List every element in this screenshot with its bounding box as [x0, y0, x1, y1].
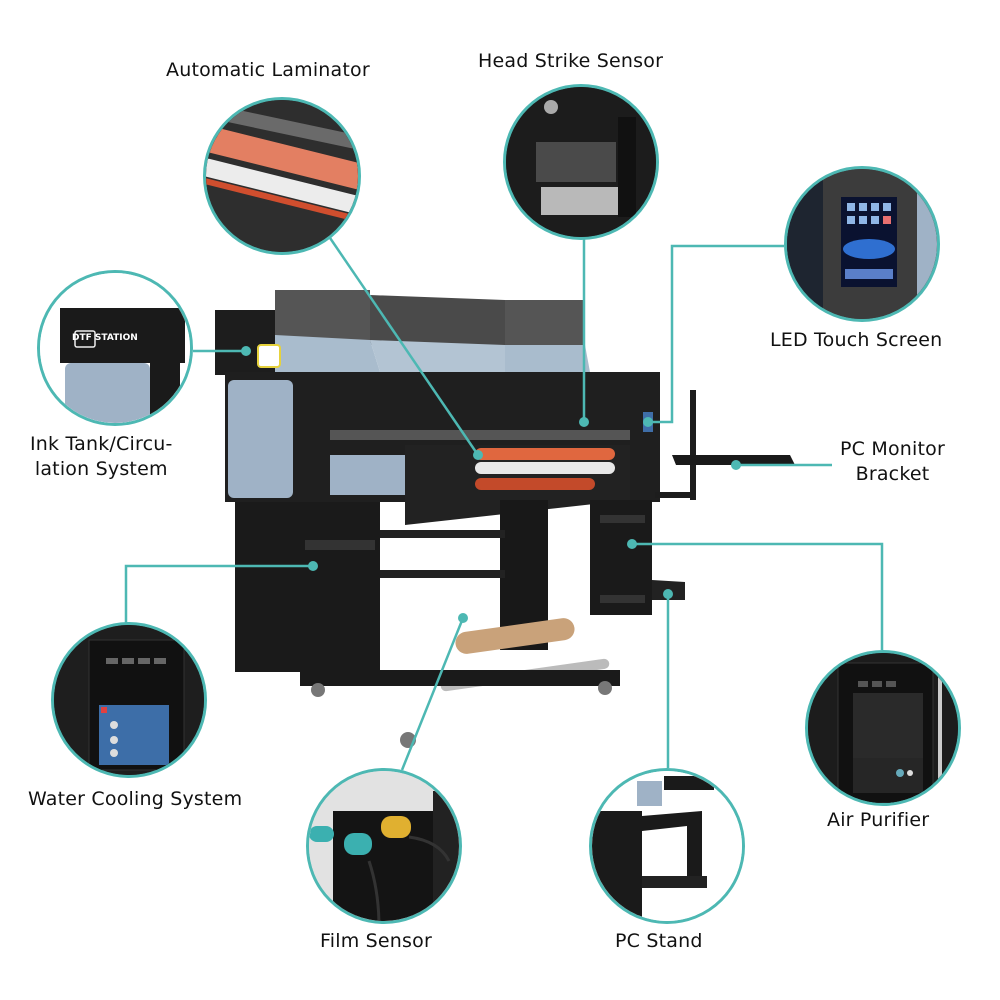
label-head-strike-sensor: Head Strike Sensor: [478, 50, 664, 72]
label-pc-monitor-bracket: PC Monitor Bracket: [840, 438, 945, 485]
detail-circle-ink-tank: DTF STATION: [37, 270, 193, 426]
label-ink-tank-system: Ink Tank/Circu- lation System: [30, 433, 173, 480]
detail-circle-pc-stand: [589, 768, 745, 924]
brand-logo: DTF STATION: [72, 333, 138, 343]
touch-screen-image: [787, 169, 937, 319]
detail-circle-touch-screen: [784, 166, 940, 322]
detail-circle-air-purifier: [805, 650, 961, 806]
film-sensor-image: [309, 771, 459, 921]
detail-circle-head-strike: [503, 84, 659, 240]
label-automatic-laminator: Automatic Laminator: [166, 59, 370, 81]
label-water-cooling-system: Water Cooling System: [28, 788, 243, 810]
detail-circle-film-sensor: [306, 768, 462, 924]
detail-circle-water-cooling: [51, 622, 207, 778]
laminator-roller-image: [206, 100, 358, 252]
label-air-purifier: Air Purifier: [827, 809, 930, 831]
air-purifier-image: [808, 653, 958, 803]
label-film-sensor: Film Sensor: [320, 930, 432, 952]
label-led-touch-screen: LED Touch Screen: [770, 329, 943, 351]
head-strike-sensor-image: [506, 87, 656, 237]
water-cooling-image: [54, 625, 204, 775]
pc-stand-image: [592, 771, 742, 921]
ink-tank-image: [40, 273, 190, 423]
label-pc-stand: PC Stand: [615, 930, 703, 952]
detail-circle-laminator: [203, 97, 361, 255]
